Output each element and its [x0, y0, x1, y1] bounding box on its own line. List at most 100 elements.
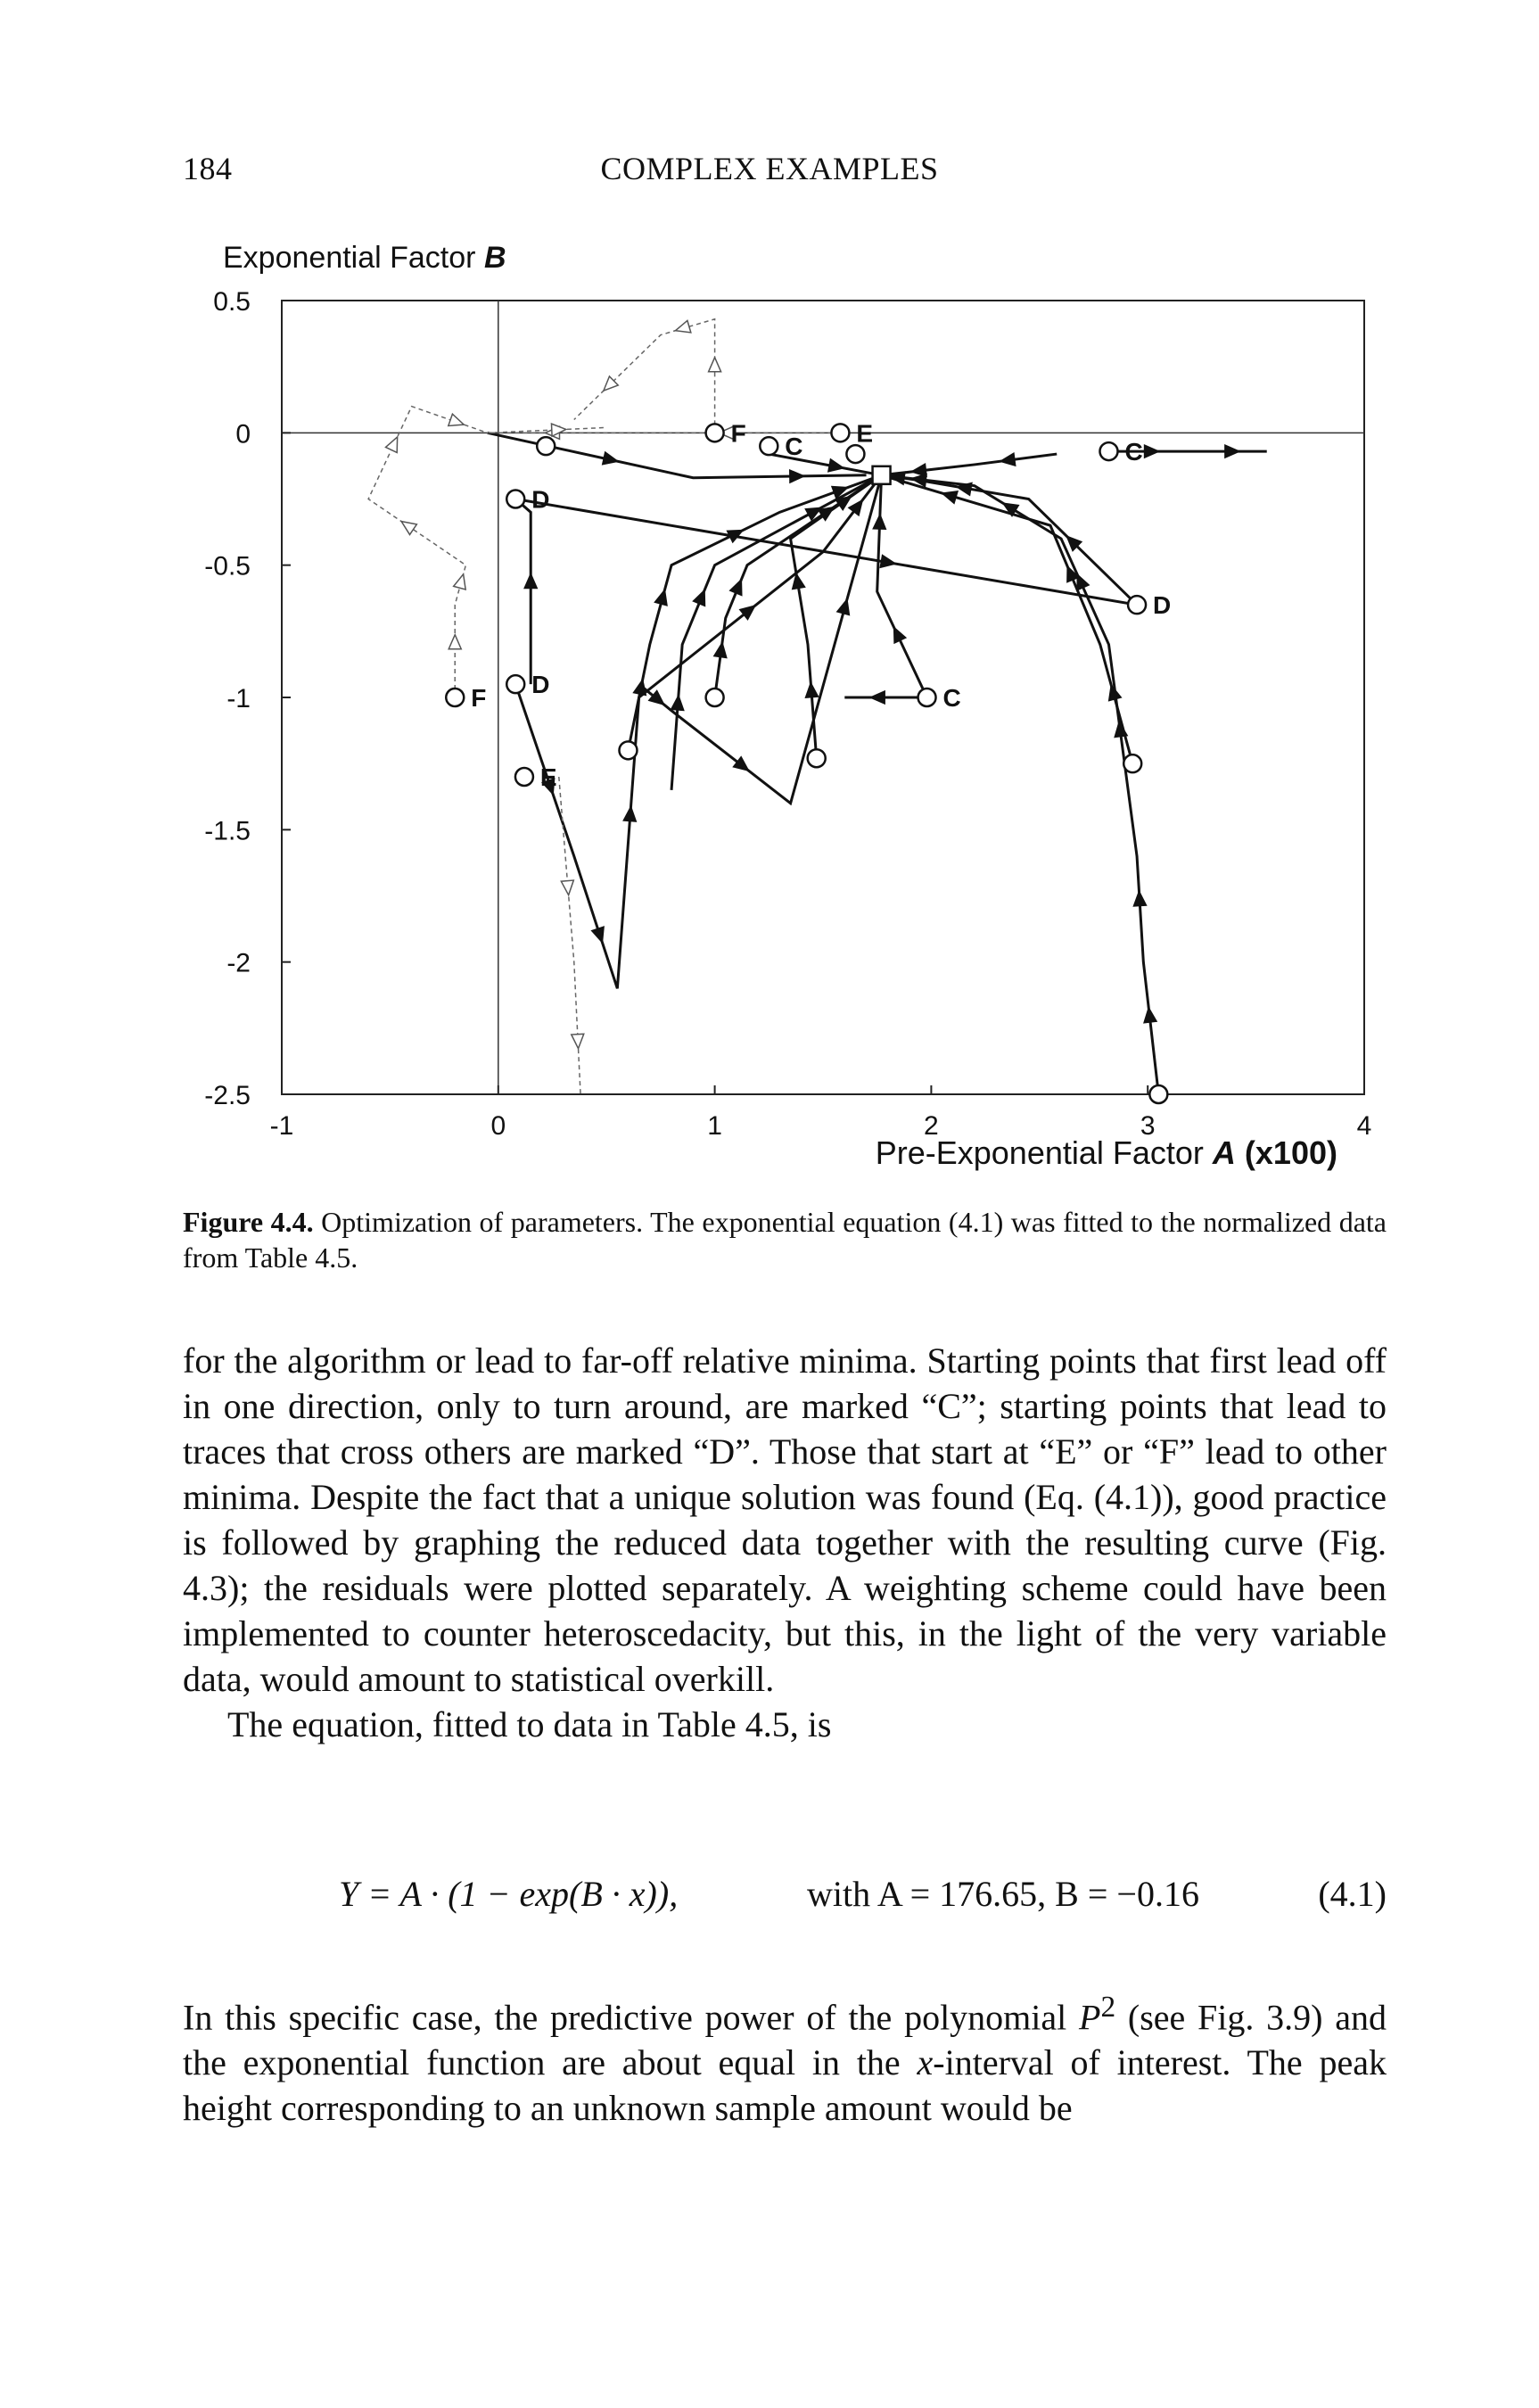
arrowhead [670, 694, 685, 712]
start-point-label: C [943, 684, 961, 712]
arrowhead [452, 572, 467, 591]
convergence-trace-dashed [558, 776, 581, 1095]
arrowhead [448, 632, 463, 650]
arrowhead [830, 485, 850, 500]
arrowhead [1076, 573, 1090, 591]
arrowhead [1001, 502, 1020, 517]
arrowhead [728, 578, 743, 597]
arrowhead [1132, 889, 1148, 907]
y-tick-label: -1.5 [204, 816, 251, 845]
arrowhead [893, 625, 908, 645]
arrowhead [622, 804, 638, 822]
convergence-trace [881, 474, 1134, 764]
start-point-marker [514, 766, 535, 788]
y-tick-label: -2 [226, 949, 251, 978]
start-point-label: D [531, 671, 549, 698]
equation-expression: Y = A · (1 − exp(B · x)), [339, 1874, 679, 1914]
arrowhead [1066, 565, 1081, 583]
start-point-label: E [540, 763, 557, 791]
x-tick-label: 0 [490, 1111, 506, 1141]
arrowhead [879, 554, 898, 569]
arrowhead [1114, 720, 1129, 738]
convergence-trace [876, 474, 928, 698]
convergence-trace [881, 474, 1139, 606]
arrowhead [732, 755, 750, 772]
y-tick-label: -0.5 [204, 552, 251, 581]
start-point-marker [444, 687, 465, 708]
caption-label: Figure 4.4. [183, 1206, 314, 1238]
arrowhead [909, 462, 927, 478]
start-point-marker [505, 673, 526, 695]
start-point-marker [830, 423, 851, 443]
arrowhead [999, 451, 1016, 467]
start-point-marker [704, 687, 725, 708]
start-point-label: E [856, 419, 873, 447]
running-head: COMPLEX EXAMPLES [600, 151, 939, 186]
arrowhead [834, 495, 852, 511]
start-point-marker [1122, 753, 1143, 774]
arrowhead [399, 520, 418, 536]
body-text: for the algorithm or lead to far-off rel… [183, 1338, 1387, 1747]
y-axis-title: Exponential Factor B [223, 241, 506, 275]
arrowhead [541, 777, 556, 796]
convergence-trace [514, 498, 532, 685]
arrowhead [384, 435, 399, 454]
arrowhead [1143, 443, 1161, 459]
arrowhead [654, 588, 668, 606]
caption-text: Optimization of parameters. The exponent… [183, 1206, 1387, 1274]
start-point-marker [1148, 1084, 1169, 1105]
start-point-label: F [471, 684, 486, 712]
start-point-label: F [731, 419, 746, 447]
x-tick-label: -1 [270, 1111, 294, 1141]
y-tick-label: 0 [235, 419, 251, 449]
convergence-trace [670, 474, 883, 790]
convergence-trace-dashed [367, 405, 607, 697]
start-point-marker [704, 423, 725, 443]
arrowhead [1066, 535, 1083, 552]
figure-caption: Figure 4.4. Optimization of parameters. … [183, 1204, 1387, 1275]
arrowhead [717, 425, 734, 441]
page-number: 184 [183, 151, 233, 186]
arrowhead [827, 458, 845, 473]
convergence-trace [788, 474, 883, 759]
paragraph-1: for the algorithm or lead to far-off rel… [183, 1340, 1387, 1699]
arrowhead [940, 491, 959, 505]
x-tick-label: 2 [924, 1111, 939, 1141]
start-point-label: D [1153, 591, 1171, 619]
convergence-trace [769, 452, 882, 477]
paragraph-2: The equation, fitted to data in Table 4.… [227, 1704, 832, 1744]
arrowhead [447, 412, 465, 427]
arrowhead [590, 926, 605, 944]
x-tick-label: 4 [1357, 1111, 1372, 1141]
start-point-marker [917, 687, 937, 708]
paragraph-3: In this specific case, the predictive po… [183, 1991, 1387, 2129]
arrowhead [601, 450, 620, 466]
start-point-marker [845, 443, 866, 465]
convergence-trace [487, 431, 867, 480]
figure-4-4: Exponential Factor B 0.50-0.5-1-1.5-2-2.… [204, 241, 1371, 1171]
arrowhead [726, 529, 745, 544]
arrowhead [738, 604, 757, 621]
start-point-label: C [785, 433, 802, 460]
x-axis-title: Pre-Exponential Factor A (x100) [876, 1134, 1337, 1171]
convergence-trace-dashed [573, 317, 716, 433]
arrowhead [712, 640, 728, 659]
arrowhead [804, 680, 819, 699]
arrowhead [847, 499, 864, 517]
arrowhead [788, 468, 806, 484]
arrowhead [791, 572, 806, 590]
arrowhead [523, 572, 539, 590]
arrowhead [872, 513, 887, 531]
start-point-marker [806, 747, 827, 769]
arrowhead [707, 355, 722, 373]
start-point-marker [1126, 594, 1148, 615]
solution-marker [871, 465, 892, 486]
data-series [367, 317, 1267, 1095]
start-point-marker [535, 435, 556, 457]
y-tick-label: -2.5 [204, 1081, 251, 1110]
convergence-trace [514, 474, 883, 989]
arrowhead [804, 507, 823, 522]
arrowhead [550, 423, 568, 438]
y-tick-label: -1 [226, 684, 251, 713]
